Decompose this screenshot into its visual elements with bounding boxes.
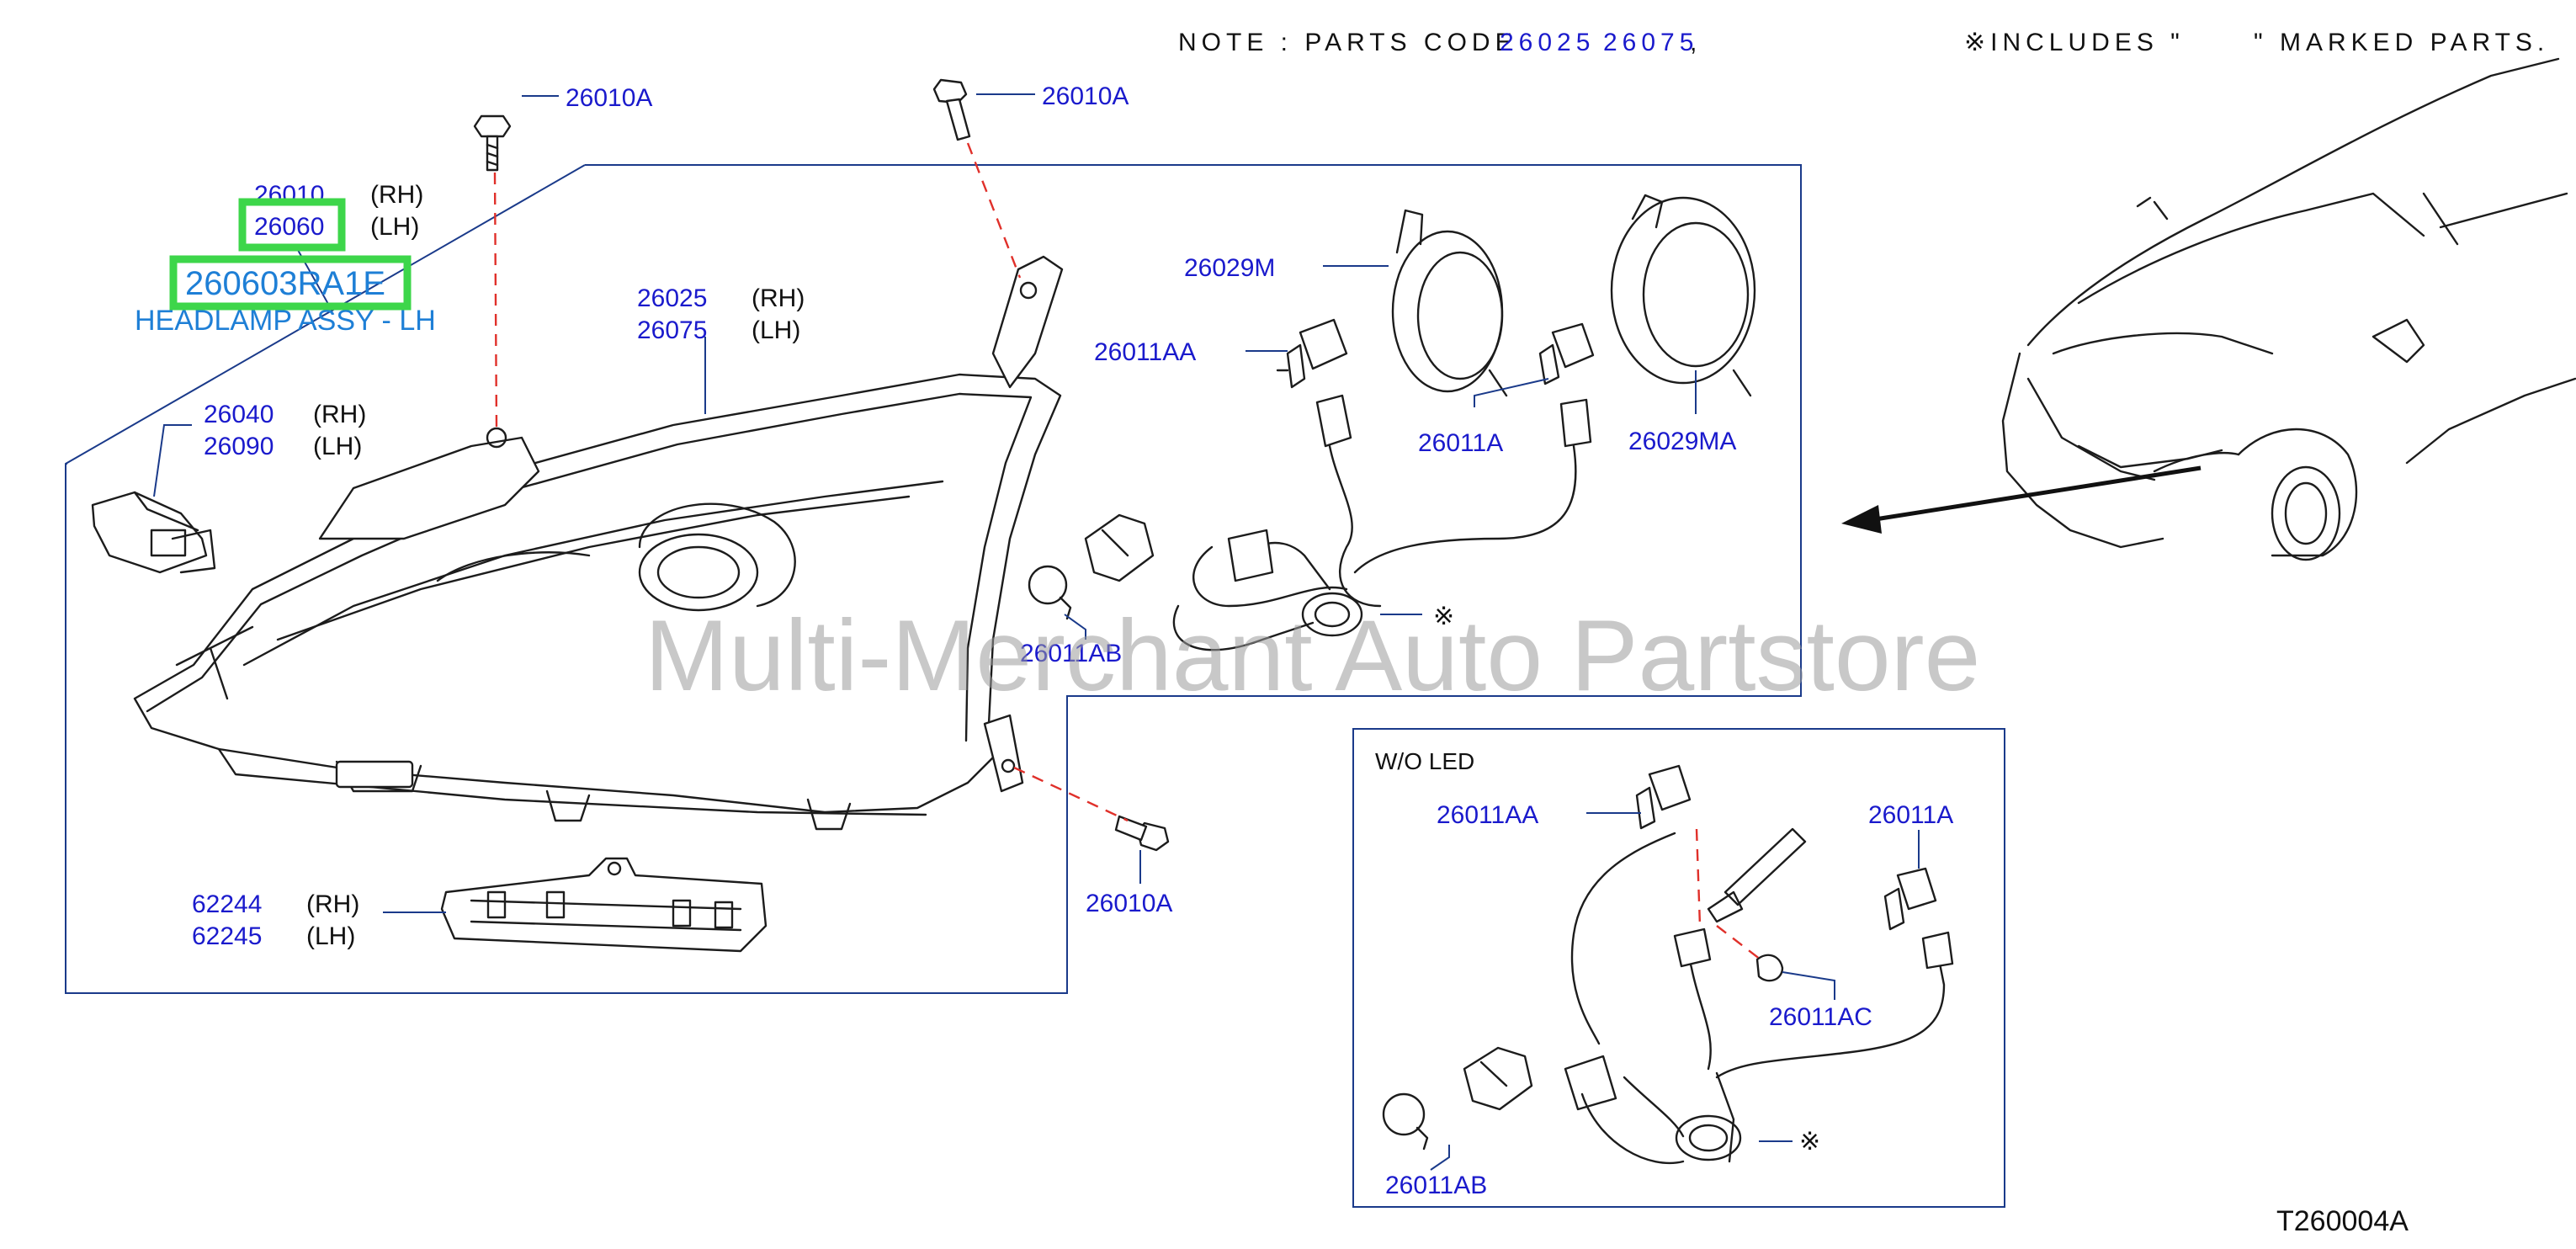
callout-26011A[interactable]: 26011A <box>1418 429 1503 457</box>
note-includes-tail: " MARKED PARTS. <box>2254 29 2549 56</box>
inset-guide-1 <box>1695 828 1702 927</box>
callout-26010A-top-left[interactable]: 26010A <box>566 84 652 112</box>
callout-62244[interactable]: 62244 <box>192 890 262 918</box>
callout-62245[interactable]: 62245 <box>192 922 262 950</box>
note-header: NOTE : PARTS CODE 26025 26075 , ※INCLUDE… <box>1178 29 2549 56</box>
callout-26060[interactable]: 26060 <box>254 213 324 241</box>
highlighted-part[interactable]: 260603RA1E HEADLAMP ASSY - LH <box>135 198 436 337</box>
callout-26075-side: (LH) <box>752 316 800 344</box>
callout-62245-side: (LH) <box>306 922 355 950</box>
dust-cap-26029M[interactable] <box>1391 209 1508 397</box>
inset-callout-26011A[interactable]: 26011A <box>1868 801 1953 829</box>
callout-labels: 26010A 26010A 26010A 26010 (RH) 26060 (L… <box>192 82 2409 1237</box>
inset-callout-26011AB[interactable]: 26011AB <box>1385 1172 1487 1199</box>
note-comma: , <box>1690 29 1702 56</box>
inset-callout-26011AA[interactable]: 26011AA <box>1437 801 1538 829</box>
bulb-26011AB[interactable] <box>1028 513 1155 620</box>
callout-26040[interactable]: 26040 <box>204 401 274 428</box>
vehicle-location-illustration <box>2001 57 2576 561</box>
inset-wire-harness[interactable] <box>1564 832 1954 1165</box>
callout-26090-side: (LH) <box>313 433 362 460</box>
diagram-id: T260004A <box>2276 1205 2409 1237</box>
inset-side-bulb[interactable] <box>1707 827 1807 923</box>
socket-left[interactable] <box>1315 394 1382 608</box>
callout-26010A-bottom[interactable]: 26010A <box>1086 890 1172 917</box>
callout-26040-side: (RH) <box>313 401 366 428</box>
callout-26025[interactable]: 26025 <box>637 284 707 312</box>
callout-26029M[interactable]: 26029M <box>1184 254 1275 282</box>
bolt-top-left[interactable] <box>473 114 512 172</box>
main-frame <box>65 164 1802 994</box>
bolt-bottom[interactable] <box>1114 815 1170 852</box>
marker-symbol-inset: ※ <box>1799 1128 1820 1156</box>
callout-26010-side: (RH) <box>370 181 423 209</box>
note-text: NOTE : PARTS CODE <box>1178 29 1517 56</box>
bracket-illustration[interactable] <box>440 857 767 953</box>
highlight-part-name: HEADLAMP ASSY - LH <box>135 305 436 337</box>
inset-callout-26011AC[interactable]: 26011AC <box>1769 1003 1872 1031</box>
location-arrow <box>1841 465 2202 534</box>
wire-harness-main[interactable] <box>1172 529 1363 651</box>
callout-26025-side: (RH) <box>752 284 805 312</box>
leader-lines <box>153 93 1920 1171</box>
callout-26029MA[interactable]: 26029MA <box>1628 428 1736 455</box>
note-code-b[interactable]: 26075 <box>1603 29 1698 56</box>
headlamp-assembly-illustration[interactable] <box>133 255 1064 831</box>
watermark: Multi-Merchant Auto Partstore <box>645 599 1980 712</box>
inset-bulb-26011AC[interactable] <box>1755 954 1784 982</box>
callout-26011AA[interactable]: 26011AA <box>1094 338 1196 366</box>
leveling-module-illustration[interactable] <box>91 491 216 574</box>
highlight-box-26060 <box>238 198 346 252</box>
inset-bulb-26011AA[interactable] <box>1635 764 1692 830</box>
callout-26060-side: (LH) <box>370 213 419 241</box>
inset-title: W/O LED <box>1375 748 1474 774</box>
bulb-26011AA[interactable] <box>1276 318 1348 389</box>
guide-line-bottom <box>1013 766 1129 822</box>
highlight-part-number[interactable]: 260603RA1E <box>185 265 385 302</box>
inset-guide-2 <box>1716 925 1761 960</box>
callout-26075[interactable]: 26075 <box>637 316 707 344</box>
note-includes: ※INCLUDES " <box>1964 29 2185 56</box>
inset-bulb-26011A[interactable] <box>1883 867 1937 931</box>
highlight-box-part-number <box>169 255 412 311</box>
callout-62244-side: (RH) <box>306 890 359 918</box>
callout-26011AB[interactable]: 26011AB <box>1020 640 1122 667</box>
note-code-a[interactable]: 26025 <box>1500 29 1595 56</box>
dust-cap-26029MA[interactable] <box>1610 194 1756 397</box>
callout-26010A-top-right[interactable]: 26010A <box>1042 82 1129 110</box>
bolt-top-right[interactable] <box>932 78 971 141</box>
socket-right[interactable] <box>1353 398 1592 574</box>
marker-symbol-main: ※ <box>1433 603 1454 630</box>
bulb-26011A[interactable] <box>1538 322 1595 385</box>
inset-bulb-26011AB[interactable] <box>1382 1046 1533 1151</box>
inset-wo-led: W/O LED <box>1352 728 2005 1208</box>
guide-line-top-left <box>493 172 498 428</box>
guide-line-top-right <box>966 142 1022 279</box>
callout-26090[interactable]: 26090 <box>204 433 274 460</box>
